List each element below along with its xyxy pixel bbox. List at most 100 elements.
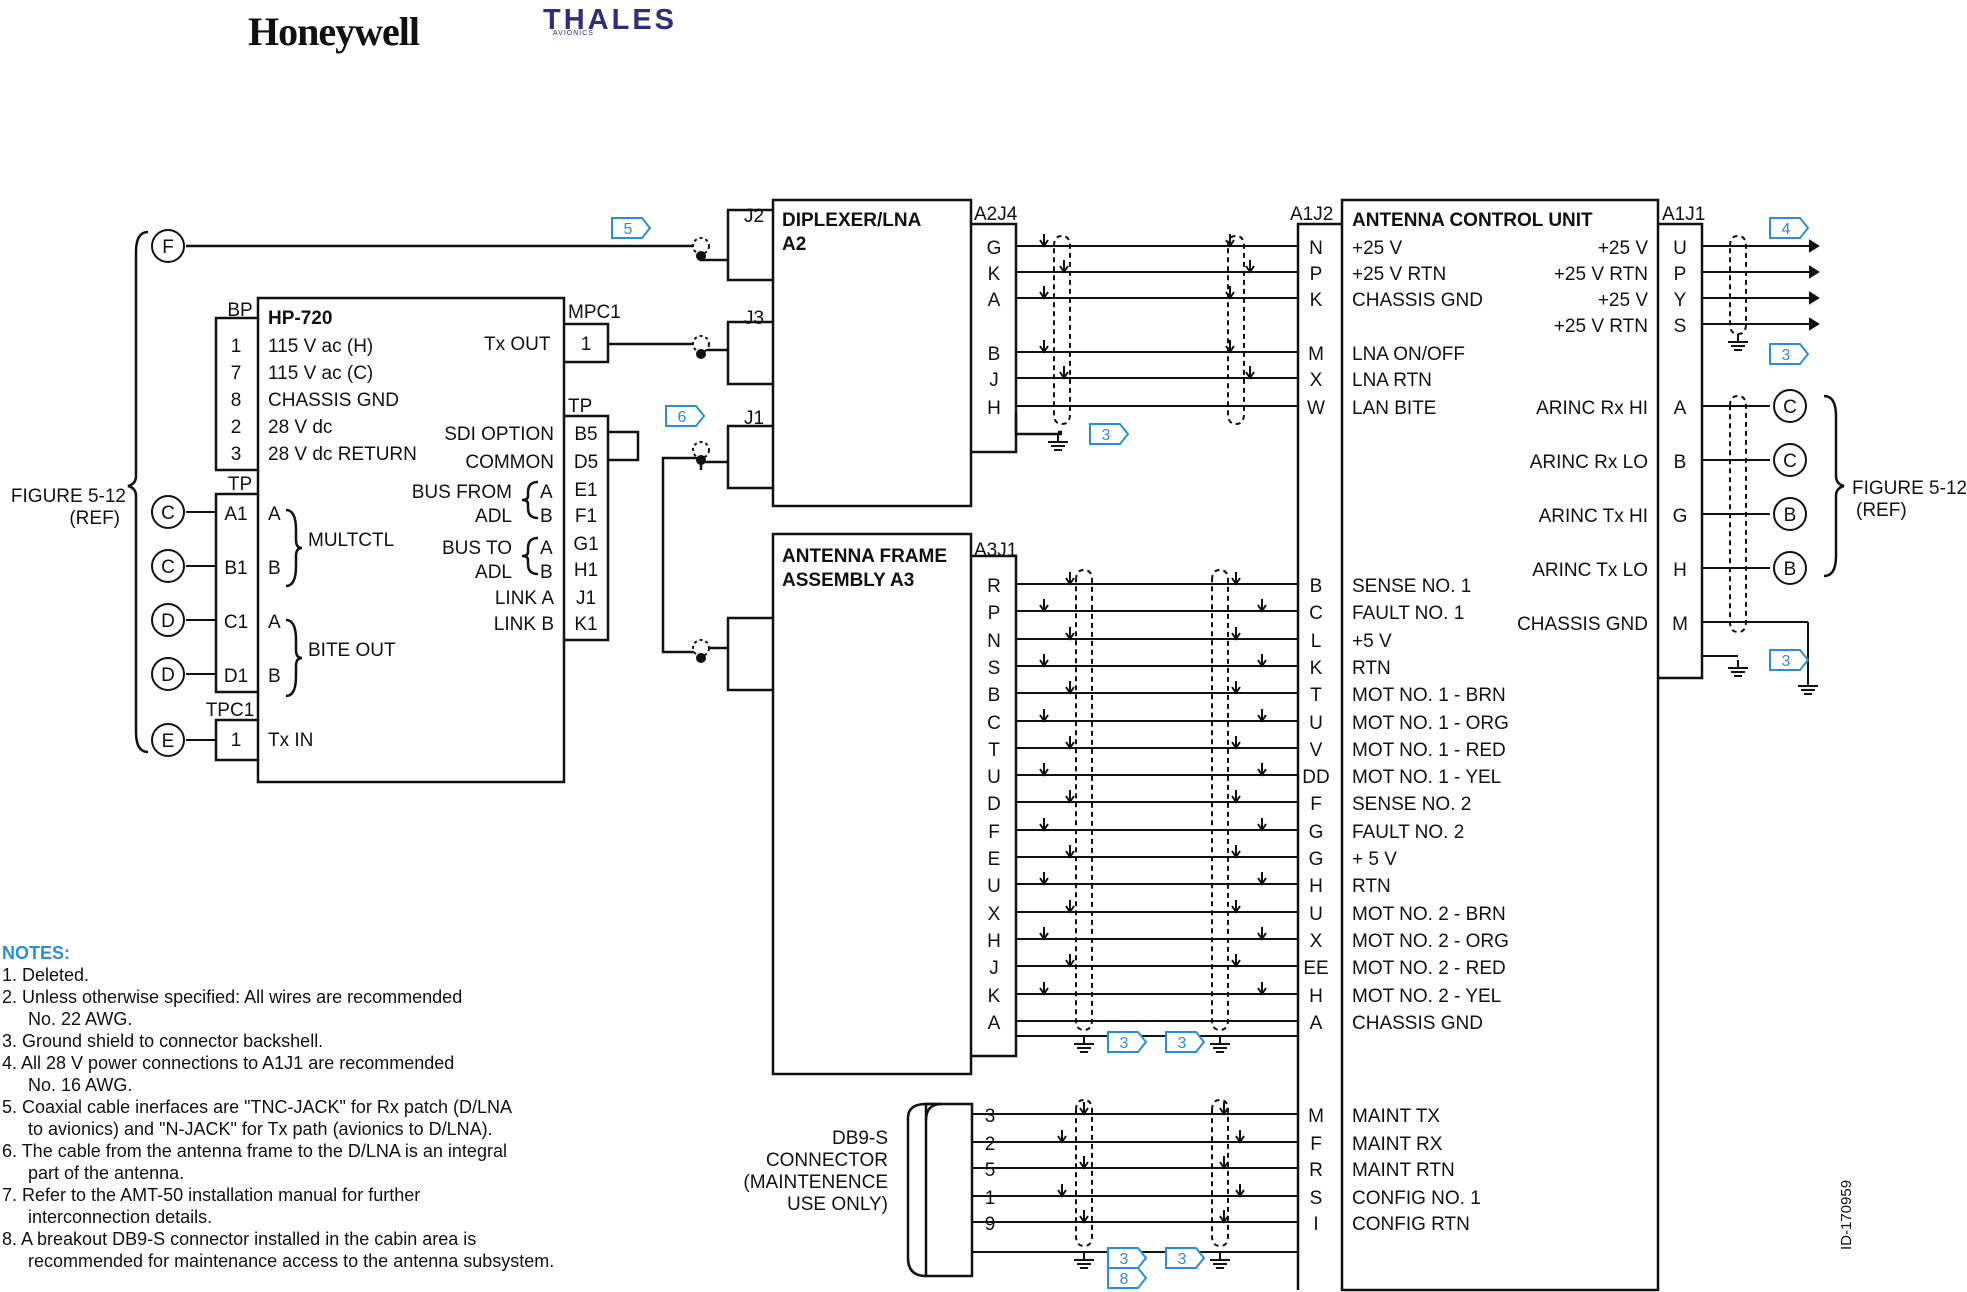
circle-right-3 xyxy=(1773,551,1807,585)
acu-mid-signal-15: MOT NO. 2 - YEL xyxy=(1352,986,1501,1007)
bus-to-b: B xyxy=(540,562,553,583)
a1j2-top-pin-1: P xyxy=(1310,264,1323,285)
note-flag-3-d-text: 3 xyxy=(1782,347,1791,364)
a1j2-label: A1J2 xyxy=(1290,204,1333,225)
a1j2-mid-pin-0: B xyxy=(1310,576,1323,597)
circle-left-4-text: E xyxy=(162,731,175,752)
tp-right-pin-H1: H1 xyxy=(574,560,598,581)
a2j4-pin-1: K xyxy=(988,264,1001,285)
note-flag-6 xyxy=(665,405,706,427)
acu-top-signal-4: LNA RTN xyxy=(1352,370,1432,391)
diplexer-title: DIPLEXER/LNA xyxy=(782,210,922,231)
db9-pin-1: 2 xyxy=(985,1134,996,1155)
hp720-title: HP-720 xyxy=(268,308,332,329)
a1j2-top-pin-0: N xyxy=(1309,238,1323,259)
tp-left-pin-D1: D1 xyxy=(224,666,248,687)
bus-from-a: A xyxy=(540,482,553,503)
bus-to-a: A xyxy=(540,538,553,559)
a1j1-pin-5: B xyxy=(1674,452,1687,473)
a1j2-mid-pin-4: T xyxy=(1310,685,1322,706)
acu-right-signal-8: CHASSIS GND xyxy=(1517,614,1648,635)
note-flag-3-a xyxy=(1089,423,1130,445)
note-flag-3-d xyxy=(1769,343,1810,365)
circle-top-f xyxy=(151,229,185,263)
acu-mid-signal-10: + 5 V xyxy=(1352,849,1397,870)
diplexer-conn-J1: J1 xyxy=(744,408,764,429)
bp-pin-7: 7 xyxy=(231,363,242,384)
db9-pin-0: 3 xyxy=(985,1106,996,1127)
a1j2-mid-pin-16: A xyxy=(1310,1013,1323,1034)
acu-right-signal-5: ARINC Rx LO xyxy=(1530,452,1648,473)
db9-label-4: USE ONLY) xyxy=(787,1194,888,1215)
acu-right-signal-6: ARINC Tx HI xyxy=(1539,506,1648,527)
acu-mid-signal-4: MOT NO. 1 - BRN xyxy=(1352,685,1506,706)
circle-right-1 xyxy=(1773,443,1807,477)
a1j1-connector xyxy=(1658,222,1704,680)
circle-left-1-text: C xyxy=(161,557,175,578)
adl-label-1: ADL xyxy=(475,506,512,527)
a2j4-pin-0: G xyxy=(987,238,1002,259)
a3j1-pin-12: X xyxy=(988,904,1001,925)
a1j2-bot-pin-3: S xyxy=(1310,1188,1323,1209)
a1j2-mid-pin-7: DD xyxy=(1302,767,1329,788)
tp-right-pin-G1: G1 xyxy=(573,534,598,555)
note-flag-3-c xyxy=(1165,1031,1206,1053)
note-6b: part of the antenna. xyxy=(28,1163,185,1183)
a3j1-pin-5: C xyxy=(987,713,1001,734)
link-b-label: LINK B xyxy=(494,614,554,635)
a1j2-top-pin-5: W xyxy=(1307,398,1325,419)
antenna-frame-box xyxy=(771,532,973,1076)
acu-title: ANTENNA CONTROL UNIT xyxy=(1352,210,1593,231)
figure-ref-right-ref: (REF) xyxy=(1856,500,1907,521)
acu-mid-signal-9: FAULT NO. 2 xyxy=(1352,822,1464,843)
link-a-label: LINK A xyxy=(495,588,554,609)
antenna-frame-subtitle: ASSEMBLY A3 xyxy=(782,570,914,591)
acu-mid-signal-8: SENSE NO. 2 xyxy=(1352,794,1471,815)
note-2: 2. Unless otherwise specified: All wires… xyxy=(2,987,463,1007)
circle-left-0 xyxy=(151,495,185,529)
bp-signal-4: 28 V dc RETURN xyxy=(268,444,417,465)
a1j2-mid-pin-6: V xyxy=(1310,740,1323,761)
acu-top-signal-0: +25 V xyxy=(1352,238,1403,259)
a1j2-bot-pin-2: R xyxy=(1309,1160,1323,1181)
acu-mid-signal-7: MOT NO. 1 - YEL xyxy=(1352,767,1501,788)
note-5: 5. Coaxial cable inerfaces are "TNC-JACK… xyxy=(2,1097,512,1117)
acu-right-signal-3: +25 V RTN xyxy=(1554,316,1648,337)
figure-ref-right: FIGURE 5-12 xyxy=(1852,478,1967,499)
bus-to-label: BUS TO xyxy=(442,538,512,559)
tp-right-pin-F1: F1 xyxy=(575,506,597,527)
diplexer-conn-J3: J3 xyxy=(744,308,764,329)
bp-connector xyxy=(214,316,258,472)
a1j1-pin-7: H xyxy=(1673,560,1687,581)
db9-label-2: CONNECTOR xyxy=(766,1150,888,1171)
acu-mid-signal-16: CHASSIS GND xyxy=(1352,1013,1483,1034)
bp-signal-3: 28 V dc xyxy=(268,417,332,438)
a1j2-bot-pin-0: M xyxy=(1308,1106,1324,1127)
acu-bot-signal-4: CONFIG RTN xyxy=(1352,1214,1470,1235)
tx-out-label: Tx OUT xyxy=(484,334,551,355)
db9-pin-4: 9 xyxy=(985,1214,996,1235)
db9-label-3: (MAINTENENCE xyxy=(743,1172,888,1193)
a3j1-pin-9: F xyxy=(988,822,1000,843)
note-flag-6-text: 6 xyxy=(678,409,687,426)
a3j1-pin-6: T xyxy=(988,740,1000,761)
antenna-frame-title: ANTENNA FRAME xyxy=(782,546,947,567)
note-1: 1. Deleted. xyxy=(2,965,90,985)
acu-top-signal-3: LNA ON/OFF xyxy=(1352,344,1465,365)
bus-from-b: B xyxy=(540,506,553,527)
note-flag-3-e-text: 3 xyxy=(1782,653,1791,670)
acu-mid-signal-13: MOT NO. 2 - ORG xyxy=(1352,931,1509,952)
tx-in-label: Tx IN xyxy=(268,730,313,751)
hp720-box xyxy=(256,296,566,784)
a1j2-mid-pin-8: F xyxy=(1310,794,1322,815)
a1j1-pin-2: Y xyxy=(1674,290,1687,311)
acu-mid-signal-5: MOT NO. 1 - ORG xyxy=(1352,713,1509,734)
a3j1-pin-11: U xyxy=(987,876,1001,897)
a1j2-top-pin-2: K xyxy=(1310,290,1323,311)
acu-bot-signal-2: MAINT RTN xyxy=(1352,1160,1455,1181)
a1j2-mid-pin-12: U xyxy=(1309,904,1323,925)
circle-right-2 xyxy=(1773,497,1807,531)
diplexer-conn-J2: J2 xyxy=(744,206,764,227)
a1j2-mid-pin-14: EE xyxy=(1303,958,1328,979)
acu-mid-signal-1: FAULT NO. 1 xyxy=(1352,603,1464,624)
